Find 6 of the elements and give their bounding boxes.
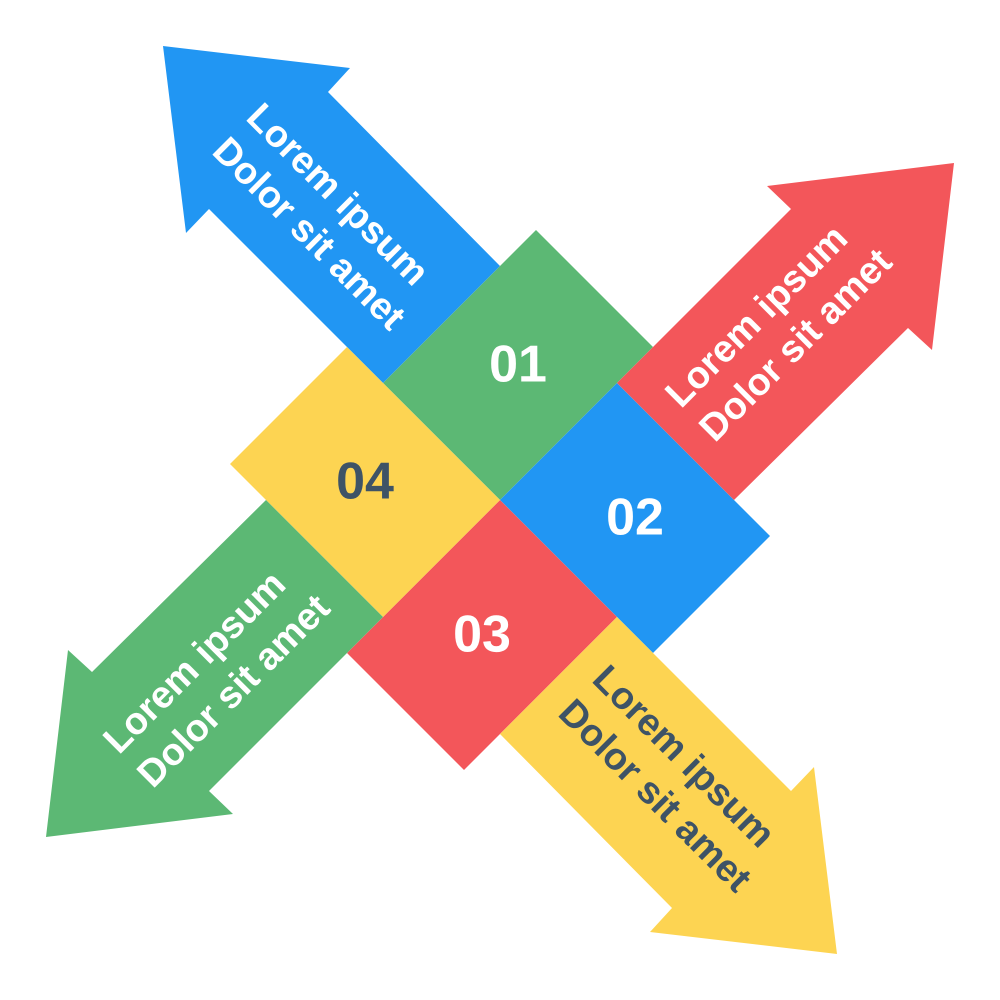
arrow-shape xyxy=(46,500,383,837)
step-number: 01 xyxy=(489,336,547,394)
arrow-shape xyxy=(617,163,954,500)
step-number: 02 xyxy=(606,489,664,547)
step-number: 04 xyxy=(336,453,394,511)
step-number: 03 xyxy=(453,606,511,664)
